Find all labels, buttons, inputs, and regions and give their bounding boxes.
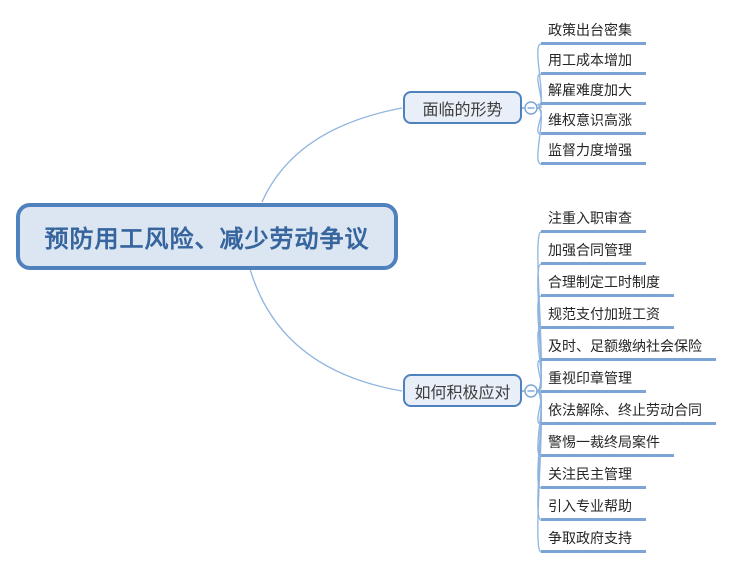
leaf-topic[interactable]: 重视印章管理 — [541, 369, 646, 393]
leaf-topic[interactable]: 关注民主管理 — [541, 465, 646, 489]
leaf-connector — [536, 390, 542, 553]
leaf-topic[interactable]: 维权意识高涨 — [541, 111, 646, 135]
leaf-topic[interactable]: 用工成本增加 — [541, 51, 646, 75]
collapse-toggle-icon[interactable] — [524, 384, 538, 398]
branch-topic-response[interactable]: 如何积极应对 — [403, 374, 522, 407]
branch-topic-label: 面临的形势 — [422, 101, 503, 119]
branch-connector-top — [261, 107, 403, 203]
leaf-topic[interactable]: 监督力度增强 — [541, 141, 646, 165]
leaf-topic[interactable]: 警惕一裁终局案件 — [541, 433, 674, 457]
leaf-connector — [536, 73, 542, 109]
leaf-topic[interactable]: 引入专业帮助 — [541, 497, 646, 521]
leaf-topic[interactable]: 依法解除、终止劳动合同 — [541, 401, 716, 425]
branch-connector-bottom — [249, 268, 403, 392]
branch-topic-label: 如何积极应对 — [414, 384, 511, 402]
leaf-topic[interactable]: 加强合同管理 — [541, 241, 646, 265]
leaf-topic[interactable]: 注重入职审查 — [541, 209, 646, 233]
leaf-topic[interactable]: 规范支付加班工资 — [541, 305, 674, 329]
leaf-topic[interactable]: 政策出台密集 — [541, 21, 646, 45]
leaf-topic[interactable]: 争取政府支持 — [541, 529, 646, 553]
central-topic[interactable]: 预防用工风险、减少劳动争议 — [16, 203, 398, 270]
leaf-topic[interactable]: 解雇难度加大 — [541, 81, 646, 105]
branch-topic-situation[interactable]: 面临的形势 — [403, 91, 522, 124]
central-topic-label: 预防用工风险、减少劳动争议 — [44, 226, 370, 253]
leaf-connector — [536, 359, 542, 392]
leaf-topic[interactable]: 及时、足额缴纳社会保险 — [541, 337, 716, 361]
leaf-connector — [536, 107, 542, 165]
leaf-topic[interactable]: 合理制定工时制度 — [541, 273, 674, 297]
collapse-toggle-icon[interactable] — [524, 101, 538, 115]
